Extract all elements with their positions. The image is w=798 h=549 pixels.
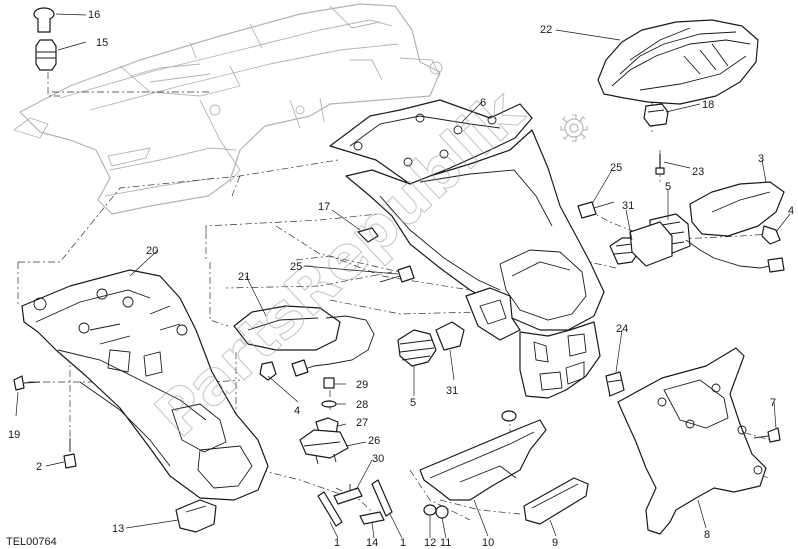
callout-31b: 31 (446, 385, 458, 397)
undertray (21, 269, 269, 501)
callout-9: 9 (552, 537, 558, 549)
callout-30: 30 (372, 453, 384, 465)
plate-light-bracket (419, 410, 547, 501)
callout-23: 23 (692, 166, 704, 178)
callout-3: 3 (758, 153, 764, 165)
bulb-4-left (259, 361, 277, 381)
drawing-code: TEL00764 (6, 536, 57, 548)
callout-20: 20 (146, 245, 158, 257)
bellows-right (609, 221, 673, 267)
bracket-24 (605, 371, 625, 397)
callout-1a: 1 (334, 537, 340, 549)
callout-26: 26 (368, 435, 380, 447)
screw-19 (13, 375, 41, 391)
callout-18: 18 (702, 99, 714, 111)
gear-icon (560, 114, 588, 142)
tail-light (597, 19, 759, 105)
callout-16: 16 (88, 9, 100, 21)
callout-13: 13 (112, 523, 124, 535)
callout-25a: 25 (610, 162, 622, 174)
left-turn-indicator (233, 305, 375, 377)
bracket-30 (333, 484, 363, 505)
callout-27: 27 (356, 417, 368, 429)
leader-lines (15, 13, 791, 539)
nut-12 (423, 504, 437, 516)
screw-25-middle (379, 265, 415, 283)
callout-29: 29 (356, 379, 368, 391)
callout-4a: 4 (788, 205, 794, 217)
callout-10: 10 (482, 537, 494, 549)
callout-22: 22 (540, 24, 552, 36)
screw-23 (655, 154, 665, 175)
callout-15: 15 (96, 37, 108, 49)
clip-nut (643, 103, 669, 127)
callout-4b: 4 (294, 405, 300, 417)
bellows-left (397, 321, 465, 367)
callout-28: 28 (356, 399, 368, 411)
lamp-14 (359, 511, 385, 525)
callout-5b: 5 (410, 397, 416, 409)
bracket-1-right (371, 479, 393, 517)
callout-12: 12 (424, 537, 436, 549)
callout-7: 7 (770, 397, 776, 409)
bracket-1-left (317, 491, 343, 527)
screw-25-upper (577, 201, 615, 219)
callout-11: 11 (440, 537, 451, 549)
screw-2 (63, 438, 77, 469)
callout-21: 21 (238, 271, 250, 283)
callout-5a: 5 (665, 181, 671, 193)
callouts: 16 15 22 6 18 25 23 3 5 31 4 17 20 21 25… (8, 9, 794, 549)
callout-8: 8 (704, 529, 710, 541)
callout-2: 2 (36, 461, 42, 473)
plate-holder (617, 347, 767, 535)
callout-14: 14 (366, 537, 378, 549)
reflector-13 (175, 499, 217, 533)
rear-subframe (13, 3, 443, 215)
rear-mudguard-housing (329, 99, 605, 399)
clip-17 (357, 227, 379, 243)
screw-7 (753, 427, 781, 443)
bulb-4-right (761, 225, 781, 245)
rubber-grommet (33, 7, 57, 71)
nut-11 (435, 505, 449, 519)
plate-light-lens (523, 477, 589, 525)
callout-25b: 25 (290, 261, 302, 273)
callout-17: 17 (318, 201, 330, 213)
callout-6: 6 (480, 97, 486, 109)
callout-31a: 31 (622, 200, 634, 212)
callout-1b: 1 (400, 537, 406, 549)
callout-24: 24 (616, 323, 628, 335)
callout-19: 19 (8, 429, 20, 441)
stack-29-26 (299, 377, 349, 465)
